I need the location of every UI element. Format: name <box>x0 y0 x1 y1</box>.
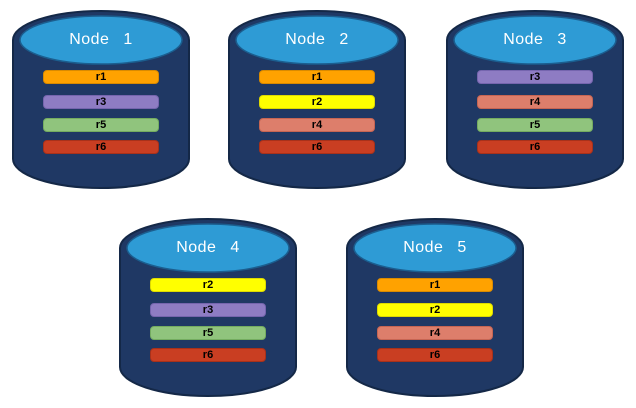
node-title: Node 4 <box>176 239 240 256</box>
replica-bar: r6 <box>377 348 493 362</box>
replica-bar: r5 <box>477 118 593 132</box>
replica-bar: r3 <box>43 95 159 109</box>
replica-list: r3 r4 r5 r6 <box>446 10 624 190</box>
replica-bar: r6 <box>477 140 593 154</box>
node-title: Node 5 <box>403 239 467 256</box>
replica-bar: r6 <box>43 140 159 154</box>
replica-list: r1 r2 r4 r6 <box>346 218 524 398</box>
replica-list: r1 r3 r5 r6 <box>12 10 190 190</box>
replica-bar: r4 <box>259 118 375 132</box>
replica-bar: r2 <box>150 278 266 292</box>
replica-bar: r3 <box>150 303 266 317</box>
replica-bar: r6 <box>150 348 266 362</box>
replica-bar: r1 <box>43 70 159 84</box>
node-5: Node 5 r1 r2 r4 r6 <box>346 218 524 398</box>
replica-list: r1 r2 r4 r6 <box>228 10 406 190</box>
replica-bar: r2 <box>377 303 493 317</box>
node-1: Node 1 r1 r3 r5 r6 <box>12 10 190 190</box>
replica-bar: r3 <box>477 70 593 84</box>
replica-list: r2 r3 r5 r6 <box>119 218 297 398</box>
replica-bar: r1 <box>377 278 493 292</box>
node-2: Node 2 r1 r2 r4 r6 <box>228 10 406 190</box>
replica-bar: r1 <box>259 70 375 84</box>
replica-bar: r5 <box>43 118 159 132</box>
replica-bar: r2 <box>259 95 375 109</box>
node-title: Node 2 <box>285 31 349 48</box>
node-3: Node 3 r3 r4 r5 r6 <box>446 10 624 190</box>
replica-bar: r4 <box>477 95 593 109</box>
replica-bar: r6 <box>259 140 375 154</box>
node-title: Node 1 <box>69 31 133 48</box>
node-4: Node 4 r2 r3 r5 r6 <box>119 218 297 398</box>
replica-bar: r5 <box>150 326 266 340</box>
replica-bar: r4 <box>377 326 493 340</box>
node-title: Node 3 <box>503 31 567 48</box>
